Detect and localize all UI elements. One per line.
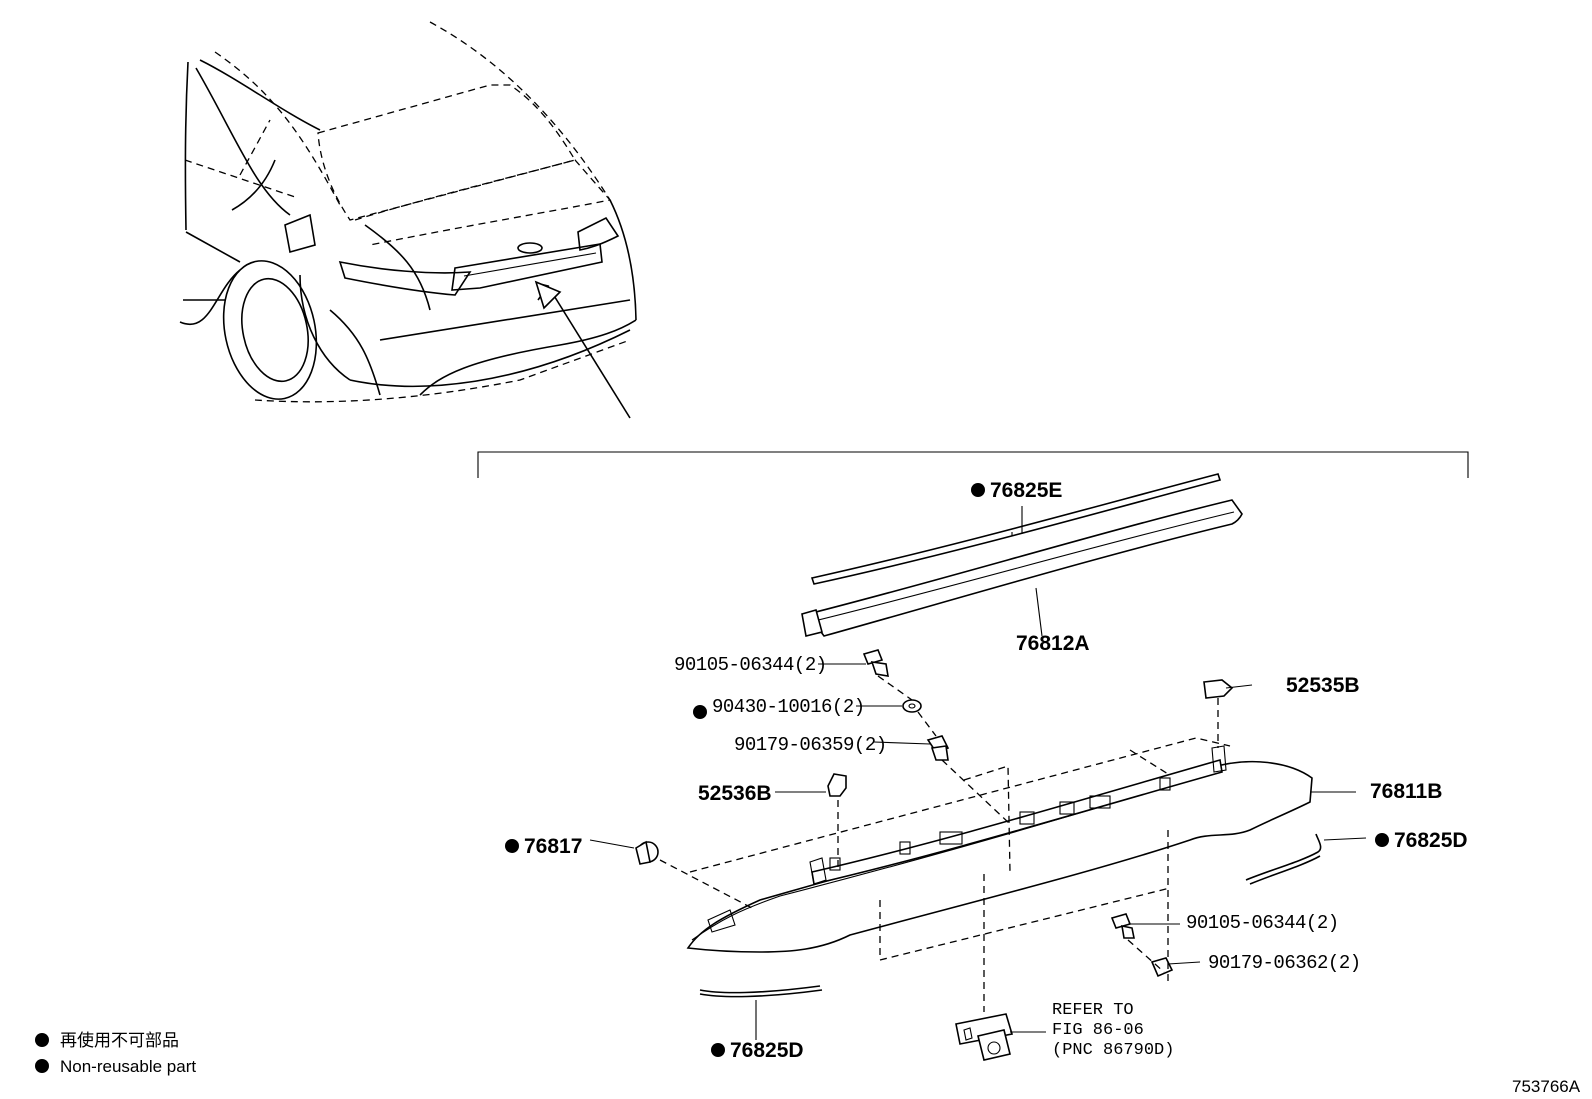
label-76811B: 76811B bbox=[1370, 780, 1442, 803]
label-90179-06362: 90179-06362(2) bbox=[1208, 952, 1361, 974]
label-76825D-right: 76825D bbox=[1394, 829, 1468, 852]
nut-90179-06359 bbox=[926, 735, 950, 761]
back-camera-drawing bbox=[955, 1013, 1014, 1061]
clip-52536B bbox=[827, 773, 847, 797]
legend-dot-jp bbox=[35, 1033, 49, 1047]
non-reusable-dot-76817 bbox=[505, 839, 519, 853]
washer-90430 bbox=[902, 699, 922, 713]
nut-90179-06362 bbox=[1150, 957, 1174, 978]
non-reusable-dot-76825D-right bbox=[1375, 833, 1389, 847]
label-76817: 76817 bbox=[524, 835, 582, 858]
non-reusable-dot-90430 bbox=[693, 705, 707, 719]
molding-76825D-left-drawing bbox=[699, 985, 823, 998]
figure-id: 753766A bbox=[1512, 1077, 1581, 1096]
label-90430: 90430-10016(2) bbox=[712, 696, 865, 718]
label-52536B: 52536B bbox=[698, 782, 772, 805]
reference-line-2: FIG 86-06 bbox=[1052, 1021, 1144, 1040]
detail-bracket bbox=[477, 451, 1469, 478]
non-reusable-dot-76825E bbox=[971, 483, 985, 497]
car-rear-illustration bbox=[179, 21, 637, 419]
label-90105-bottom: 90105-06344(2) bbox=[1186, 912, 1339, 934]
screw-90105-top bbox=[862, 649, 889, 677]
label-90105-top: 90105-06344(2) bbox=[674, 654, 827, 676]
label-76812A: 76812A bbox=[1016, 632, 1090, 655]
legend: 再使用不可部品 Non-reusable part bbox=[35, 1030, 196, 1076]
legend-text-jp: 再使用不可部品 bbox=[60, 1030, 179, 1050]
label-90179-06359: 90179-06359(2) bbox=[734, 734, 887, 756]
reference-line-1: REFER TO bbox=[1052, 1001, 1134, 1020]
label-52535B: 52535B bbox=[1286, 674, 1360, 697]
molding-76825D-right-drawing bbox=[1245, 833, 1322, 885]
label-76825E: 76825E bbox=[990, 479, 1062, 502]
label-76825D-left: 76825D bbox=[730, 1039, 804, 1062]
garnish-76811B-drawing bbox=[686, 745, 1313, 953]
reference-line-3: (PNC 86790D) bbox=[1052, 1041, 1174, 1060]
legend-text-en: Non-reusable part bbox=[60, 1057, 196, 1076]
screw-90105-bottom bbox=[1110, 913, 1135, 939]
legend-dot-en bbox=[35, 1059, 49, 1073]
clip-52535B bbox=[1203, 679, 1234, 699]
clip-76817 bbox=[635, 840, 659, 865]
seal-76812A-drawing bbox=[801, 499, 1243, 637]
part-labels: 76825E 76812A 90105-06344(2) 90430-10016… bbox=[505, 479, 1468, 1062]
non-reusable-dot-76825D-left bbox=[711, 1043, 725, 1057]
leader-lines bbox=[589, 506, 1367, 1040]
assembly-dashed-lines bbox=[659, 675, 1231, 1012]
molding-76825E-drawing bbox=[810, 473, 1222, 585]
